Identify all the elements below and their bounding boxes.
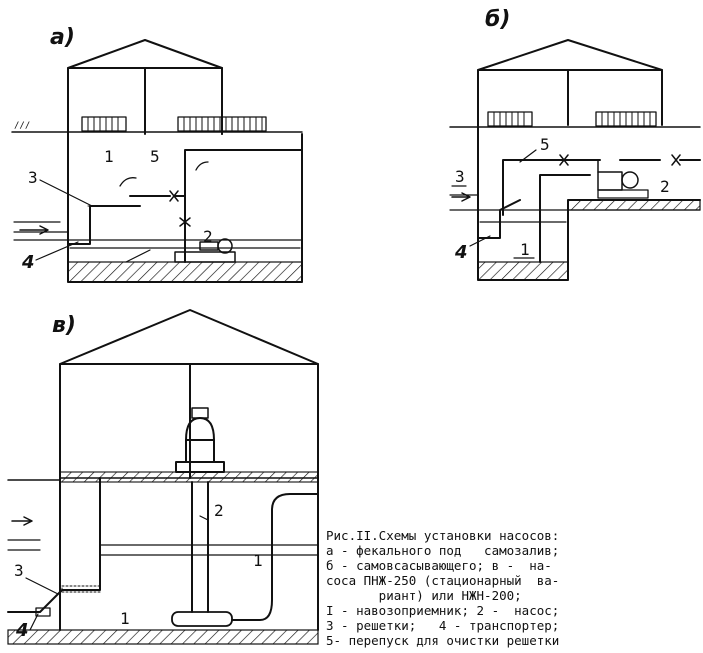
caption-line: риант) или НЖН-200; (326, 588, 522, 603)
label-c-1: 1 (253, 551, 263, 570)
label-a-3: 3 (28, 168, 38, 187)
pump-a (217, 238, 233, 254)
label-a-5: 5 (150, 147, 160, 166)
figure-caption: Рис.II.Схемы установки насосов: а - фека… (326, 528, 701, 648)
label-a-2: 2 (203, 227, 213, 246)
scheme-a: a) /// 1 2 3 4 5 (11, 25, 303, 283)
label-b-5: 5 (540, 135, 550, 154)
svg-text:///: /// (14, 121, 30, 131)
pipe-a (129, 149, 303, 197)
panel-c-letter: в) (52, 313, 76, 338)
water-b (449, 194, 701, 223)
panel-a-letter: a) (50, 25, 75, 50)
caption-line: 5- перепуск для очистки решетки (326, 633, 560, 648)
grate-a (67, 205, 141, 245)
water-a (13, 221, 303, 249)
grate-window-a2 (177, 116, 267, 132)
roof-a (67, 39, 223, 69)
label-b-2: 2 (660, 177, 670, 196)
caption-line: б - самовсасывающего; в - на- (326, 558, 552, 573)
inflow-arrow-c (11, 516, 33, 526)
walls-c (59, 363, 319, 631)
scheme-b: б) 1 2 3 4 5 (449, 7, 701, 281)
label-b-1: 1 (520, 240, 530, 259)
caption-line: I - навозоприемник; 2 - насос; (326, 603, 560, 618)
scheme-c: в) 1 2 3 4 1 (7, 309, 319, 645)
label-b-4: 4 (454, 242, 468, 263)
label-a-1: 1 (104, 147, 114, 166)
pump-b (621, 171, 639, 189)
shaft-c (191, 481, 209, 613)
water-c (7, 539, 319, 556)
grate-window-b1 (487, 111, 533, 127)
pump-base-a (174, 251, 236, 263)
label-c-1b: 1 (120, 609, 130, 628)
pump-c (171, 611, 233, 627)
grate-window-a1 (81, 116, 127, 132)
inflow-arrow-a (19, 225, 49, 235)
roof-b (477, 39, 663, 71)
motor-c (175, 439, 225, 473)
floor-b (477, 261, 569, 281)
roof-c (59, 309, 319, 365)
label-b-3: 3 (455, 167, 465, 186)
floor-a (67, 261, 303, 283)
caption-line: а - фекального под самозалив; (326, 543, 560, 558)
caption-line: 3 - решетки; 4 - транспортер; (326, 618, 560, 633)
caption-line: Рис.II.Схемы установки насосов: (326, 528, 560, 543)
floor-c (7, 629, 319, 645)
panel-b-letter: б) (485, 7, 510, 32)
label-c-3: 3 (14, 561, 24, 580)
grate-b (477, 199, 521, 239)
label-a-4: 4 (21, 252, 35, 273)
pipe-c (231, 493, 319, 621)
inflow-arrow-b (451, 192, 471, 202)
label-c-2: 2 (214, 501, 224, 520)
caption-line: соса ПНЖ-250 (стационарный ва- (326, 573, 560, 588)
label-c-4: 4 (15, 620, 29, 641)
valve-a (169, 190, 179, 202)
pipe-b (502, 159, 701, 263)
valve-b (559, 154, 681, 166)
